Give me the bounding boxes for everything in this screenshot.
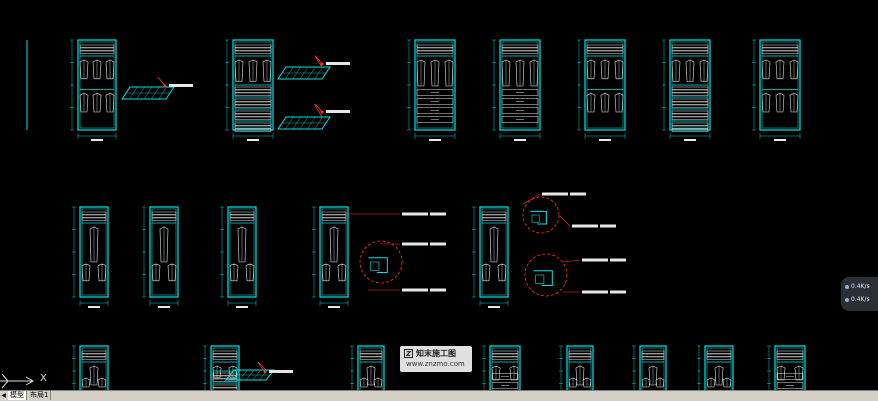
download-speed: 0.4K/s bbox=[851, 296, 870, 303]
detail-callout-2 bbox=[522, 196, 560, 234]
wardrobe-elevation-17 bbox=[559, 345, 594, 390]
watermark-url: www.znzmo.com bbox=[406, 360, 465, 368]
wardrobe-elevation-14 bbox=[203, 345, 240, 390]
ucs-axis-icon bbox=[0, 373, 35, 389]
cad-drawing-canvas[interactable] bbox=[0, 0, 878, 390]
upload-speed: 0.4K/s bbox=[851, 283, 870, 290]
wardrobe-elevation-2 bbox=[225, 39, 274, 141]
detail-callout-1 bbox=[359, 240, 403, 284]
wardrobe-elevation-1 bbox=[70, 39, 117, 141]
speed-row-up: 0.4K/s bbox=[845, 283, 870, 290]
upload-dot-icon bbox=[845, 284, 849, 289]
wardrobe-elevation-19 bbox=[697, 345, 734, 390]
tab-layout1[interactable]: 布局1 bbox=[28, 391, 52, 400]
wardrobe-elevation-9 bbox=[142, 206, 179, 308]
wardrobe-elevation-20 bbox=[767, 345, 806, 390]
rack-detail-2 bbox=[277, 55, 350, 80]
wardrobe-elevation-3 bbox=[407, 39, 456, 141]
tab-model[interactable]: 模型 bbox=[8, 391, 27, 400]
download-dot-icon bbox=[845, 297, 849, 302]
wardrobe-elevation-18 bbox=[632, 345, 667, 390]
wardrobe-elevation-7 bbox=[752, 39, 801, 141]
detail-callout-3 bbox=[524, 253, 568, 297]
speed-row-down: 0.4K/s bbox=[845, 296, 870, 303]
ucs-x-label: X bbox=[40, 373, 47, 384]
watermark: 知末施工图 www.znzmo.com bbox=[400, 346, 472, 372]
wardrobe-elevation-4 bbox=[492, 39, 541, 141]
wardrobe-elevation-5 bbox=[577, 39, 626, 141]
wardrobe-elevation-12 bbox=[472, 206, 509, 308]
layout-tab-bar: ◀ ▶ 模型 布局1 bbox=[0, 390, 878, 401]
pull-out-racks bbox=[121, 55, 350, 381]
wardrobe-elevation-11 bbox=[312, 206, 349, 308]
wardrobe-elevation-10 bbox=[220, 206, 257, 308]
wardrobe-elevation-13 bbox=[72, 345, 109, 390]
rack-detail-3 bbox=[277, 103, 350, 130]
rack-detail-1 bbox=[121, 76, 193, 100]
tab-prev-button[interactable]: ◀ bbox=[1, 392, 6, 399]
rack-detail-4 bbox=[224, 362, 293, 381]
znzmo-logo-icon bbox=[404, 349, 413, 358]
watermark-title: 知末施工图 bbox=[416, 349, 456, 358]
wardrobe-elevation-15 bbox=[350, 345, 385, 390]
wardrobe-elevation-6 bbox=[662, 39, 711, 141]
network-speed-widget[interactable]: 0.4K/s 0.4K/s bbox=[841, 277, 878, 311]
wardrobe-elevation-16 bbox=[482, 345, 521, 390]
wardrobe-elevations bbox=[70, 39, 806, 390]
detail-callouts bbox=[348, 192, 626, 297]
wardrobe-elevation-8 bbox=[72, 206, 109, 308]
